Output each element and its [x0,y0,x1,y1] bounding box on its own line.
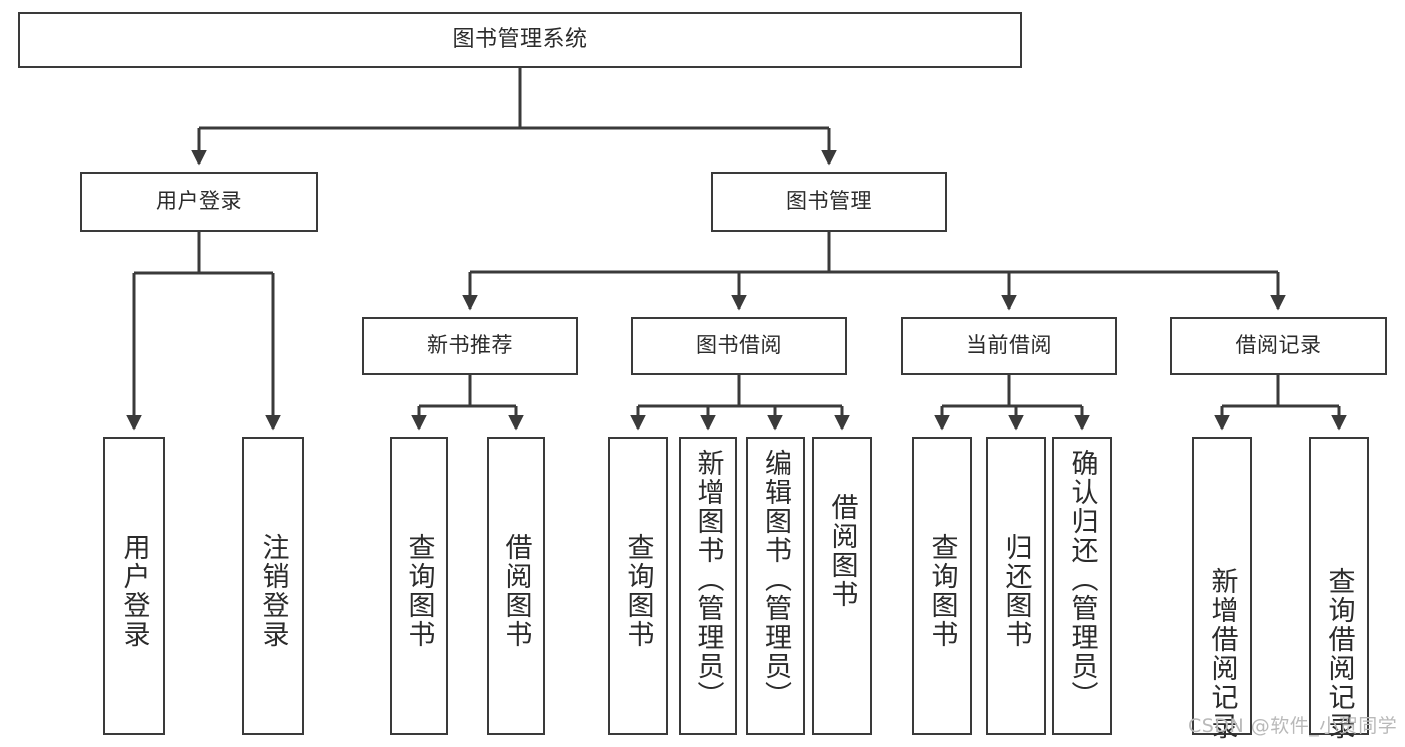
node-leaf-query-book-1[interactable]: 查询图书 [390,437,448,735]
node-label: 归还图书 [1000,533,1032,649]
node-label: 确认归还（管理员） [1066,449,1098,710]
node-label: 借阅记录 [1235,333,1322,358]
node-label: 查询图书 [926,533,958,649]
node-current-borrow[interactable]: 当前借阅 [901,317,1117,375]
node-user-login[interactable]: 用户登录 [80,172,318,232]
node-label: 新增图书（管理员） [692,449,724,710]
node-leaf-edit-book[interactable]: 编辑图书（管理员） [746,437,805,735]
node-leaf-return-book[interactable]: 归还图书 [986,437,1046,735]
node-leaf-add-record[interactable]: 新增借阅记录 [1192,437,1252,741]
csdn-watermark: CSDN @软件_小贺同学 [1188,715,1398,737]
node-label: 新书推荐 [427,333,513,358]
node-label: 图书借阅 [696,333,782,358]
node-leaf-confirm-return[interactable]: 确认归还（管理员） [1052,437,1112,735]
node-label: 查询借阅记录 [1323,567,1355,741]
node-label: 编辑图书（管理员） [760,449,791,710]
node-leaf-user-login[interactable]: 用户登录 [103,437,165,735]
node-book-borrow[interactable]: 图书借阅 [631,317,847,375]
node-label: 用户登录 [118,533,150,649]
node-book-manage[interactable]: 图书管理 [711,172,947,232]
node-label: 图书管理系统 [452,26,588,52]
node-leaf-query-book-3[interactable]: 查询图书 [912,437,972,735]
node-borrow-record[interactable]: 借阅记录 [1170,317,1387,375]
node-label: 用户登录 [156,189,242,214]
node-leaf-borrow-book-1[interactable]: 借阅图书 [487,437,545,735]
node-label: 图书管理 [786,189,872,214]
node-label: 查询图书 [403,533,435,649]
node-leaf-borrow-book-2[interactable]: 借阅图书 [812,437,872,735]
node-label: 借阅图书 [500,533,532,649]
node-label: 新增借阅记录 [1206,567,1238,741]
node-label: 注销登录 [257,533,289,649]
node-leaf-add-book[interactable]: 新增图书（管理员） [679,437,737,735]
node-leaf-query-book-2[interactable]: 查询图书 [608,437,668,735]
node-new-book-rec[interactable]: 新书推荐 [362,317,578,375]
node-label: 当前借阅 [966,333,1052,358]
node-label: 查询图书 [622,533,654,649]
node-leaf-logout[interactable]: 注销登录 [242,437,304,735]
node-root-system[interactable]: 图书管理系统 [18,12,1022,68]
node-leaf-query-record[interactable]: 查询借阅记录 [1309,437,1369,741]
node-label: 借阅图书 [826,493,858,609]
